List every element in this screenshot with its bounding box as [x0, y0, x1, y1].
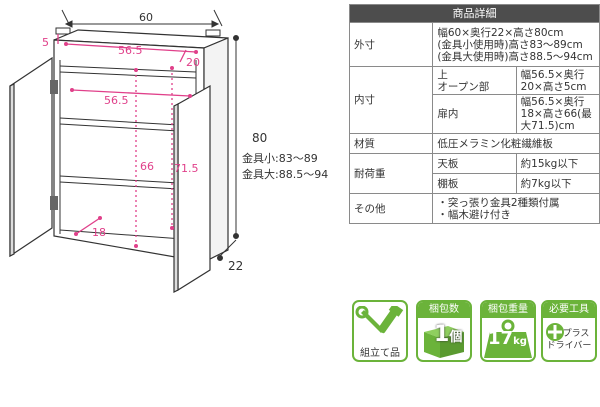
opening-depth-label: 20 [186, 56, 200, 69]
spec-value-open: 幅56.5×奥行20×高さ5cm [515, 66, 600, 95]
dimension-arrows [64, 42, 198, 248]
top-depth-label: 5 [42, 36, 49, 49]
door-left [9, 56, 53, 258]
spec-label-outer: 外寸 [348, 22, 434, 67]
spec-table: 商品詳細 外寸 幅60×奥行22×高さ80cm (金具小使用時)高さ83～89c… [348, 4, 600, 224]
inner-width-top-label: 56.5 [118, 44, 143, 57]
width-dimension [61, 9, 223, 28]
top-bracket-right [205, 29, 221, 37]
spec-header: 商品詳細 [349, 4, 600, 23]
weight-icon [484, 319, 532, 358]
spec-value-material: 低圧メラミン化粧繊維板 [432, 133, 600, 154]
spec-sub-open: 上 オープン部 [432, 66, 517, 95]
badge-required-tool-title: 必要工具 [543, 302, 595, 318]
top-bracket-left [55, 27, 71, 35]
package-count-unit: 個 [449, 330, 463, 345]
height-label: 80 [252, 131, 267, 145]
spec-value-door: 幅56.5×奥行18×高さ66(最大71.5)cm [515, 94, 600, 134]
tools-icon [355, 306, 404, 334]
spec-value-other: ・突っ張り金具2種類付属 ・幅木避け付き [432, 193, 600, 224]
spec-value-outer: 幅60×奥行22×高さ80cm (金具小使用時)高さ83～89cm (金具大使用… [432, 22, 600, 67]
spec-sub-door: 扉内 [432, 94, 517, 134]
badge-package-weight-value: 17kg [488, 328, 527, 349]
badge-package-weight: 梱包重量 17kg [480, 300, 536, 362]
spec-label-inner: 内寸 [348, 66, 434, 134]
badge-required-tool: 必要工具 プラス ドライバー [541, 300, 597, 362]
cabinet-drawing: 60 [9, 9, 328, 293]
spec-sub-shelf: 棚板 [432, 173, 517, 194]
badge-package-count: 梱包数 1個 [416, 300, 472, 362]
door-right [173, 84, 211, 293]
package-count-number: 1 [434, 322, 450, 347]
spec-value-shelf: 約7kg以下 [515, 173, 600, 194]
spec-label-material: 材質 [348, 133, 434, 154]
inner-height-b-label: 71.5 [174, 162, 199, 175]
badge-package-count-value: 1個 [434, 322, 462, 347]
badge-package-weight-title: 梱包重量 [482, 302, 534, 318]
hardware-small-label: 金具小:83～89 [242, 151, 318, 165]
spec-label-load: 耐荷重 [348, 153, 434, 194]
inner-width-mid-label: 56.5 [104, 94, 129, 107]
badge-tool-plus: プラス [562, 329, 590, 339]
shelf-depth-label: 18 [92, 226, 106, 239]
inner-height-a-label: 66 [140, 160, 154, 173]
screwdriver-icon [546, 323, 564, 341]
package-weight-number: 17 [488, 328, 514, 349]
height-dimension [217, 35, 239, 261]
width-label: 60 [139, 11, 153, 24]
badge-package-count-title: 梱包数 [418, 302, 470, 318]
inner-dimensions [57, 34, 197, 246]
badge-assembly-caption: 組立て品 [360, 348, 400, 359]
spec-label-other: その他 [348, 193, 434, 224]
hardware-large-label: 金具大:88.5～94 [242, 167, 328, 181]
depth-bottom-label: 22 [228, 259, 243, 273]
hinge-upper [50, 80, 58, 94]
spec-value-top: 約15kg以下 [515, 153, 600, 174]
badge-assembly: 組立て品 [352, 300, 408, 362]
hinge-lower [50, 196, 58, 210]
package-weight-unit: kg [513, 336, 527, 347]
spec-sub-top: 天板 [432, 153, 517, 174]
box-icon [424, 326, 464, 358]
badge-tool-caption: ドライバー [546, 341, 592, 351]
